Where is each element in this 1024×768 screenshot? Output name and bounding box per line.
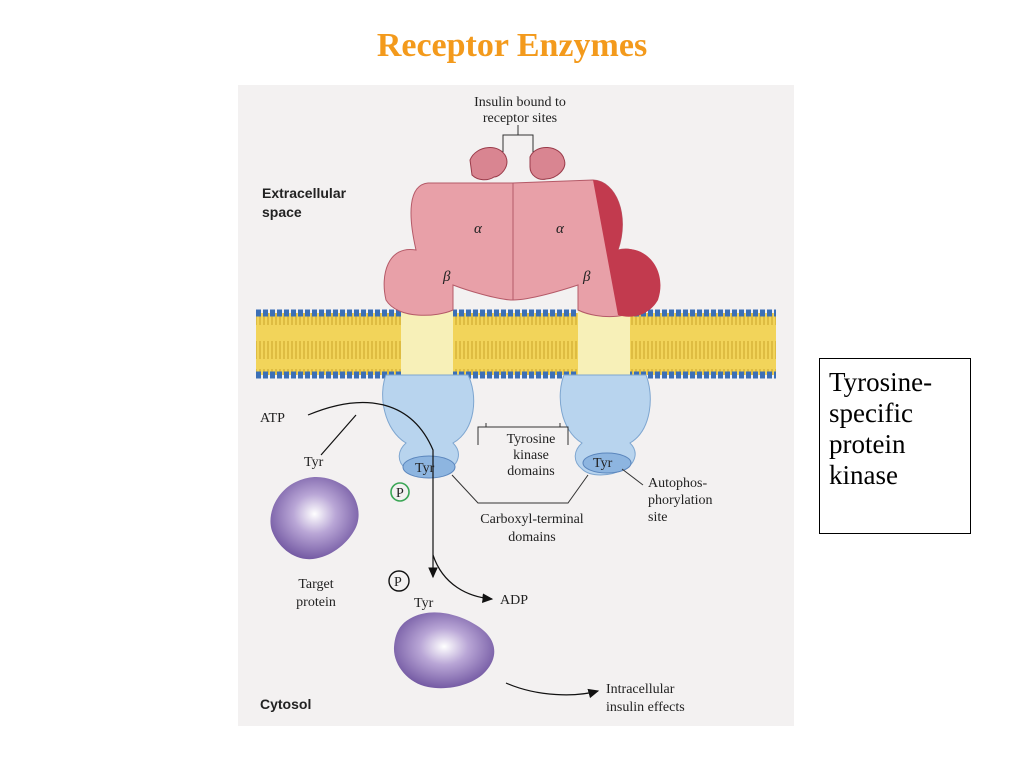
insulin-label-1: Insulin bound to <box>474 95 566 110</box>
tyr-label-target: Tyr <box>304 455 324 470</box>
phosphate-label: P <box>394 575 402 590</box>
cytosol-label: Cytosol <box>260 696 311 712</box>
tyrosine-kinase-domains <box>382 374 651 479</box>
tyr-label-right: Tyr <box>593 456 613 471</box>
kinase-label-2: kinase <box>513 448 549 463</box>
carboxyl-label-1: Carboxyl-terminal <box>480 512 584 527</box>
extracellular-label-1: Extracellular <box>262 185 347 201</box>
diagram-canvas: Insulin bound to receptor sites Extracel… <box>256 95 776 715</box>
alpha-label-left: α <box>474 221 483 237</box>
tyr-label-bottom: Tyr <box>414 596 434 611</box>
target-label-1: Target <box>298 577 333 592</box>
effects-label-2: insulin effects <box>606 700 685 715</box>
insulin-receptor-extracellular <box>383 147 661 318</box>
alpha-label-right: α <box>556 221 565 237</box>
autophos-label-2: phorylation <box>648 493 713 508</box>
autophos-label-3: site <box>648 510 667 525</box>
callout-line-1: Tyrosine- <box>829 367 933 397</box>
phosphate-label-green: P <box>396 486 404 501</box>
autophos-label-1: Autophos- <box>648 476 707 491</box>
kinase-label-3: domains <box>507 464 554 479</box>
tyr-label-left: Tyr <box>415 461 435 476</box>
membrane-head-groups <box>256 309 776 379</box>
phosphate-marker <box>388 570 410 592</box>
kinase-callout-box: Tyrosine- specific protein kinase <box>819 358 971 534</box>
target-label-2: protein <box>296 595 336 610</box>
callout-line-4: kinase <box>829 460 898 490</box>
effects-label-1: Intracellular <box>606 682 675 697</box>
transmembrane-segment-left <box>401 307 453 383</box>
beta-label-left: β <box>442 269 451 285</box>
callout-line-3: protein <box>829 429 906 459</box>
insulin-receptor-diagram: Insulin bound to receptor sites Extracel… <box>238 85 794 726</box>
insulin-label-2: receptor sites <box>483 111 557 126</box>
extracellular-label-2: space <box>262 204 302 220</box>
transmembrane-segment-right <box>578 307 630 383</box>
target-protein-shape <box>270 476 359 560</box>
slide-title: Receptor Enzymes <box>376 27 648 64</box>
phosphorylated-protein-shape <box>393 612 495 689</box>
adp-label: ADP <box>500 593 528 608</box>
cell-membrane <box>256 309 776 379</box>
beta-label-right: β <box>582 269 591 285</box>
carboxyl-label-2: domains <box>508 530 555 545</box>
phosphate-marker-green <box>390 482 410 502</box>
atp-label: ATP <box>260 411 285 426</box>
callout-line-2: specific <box>829 398 913 428</box>
kinase-label-1: Tyrosine <box>507 432 556 447</box>
